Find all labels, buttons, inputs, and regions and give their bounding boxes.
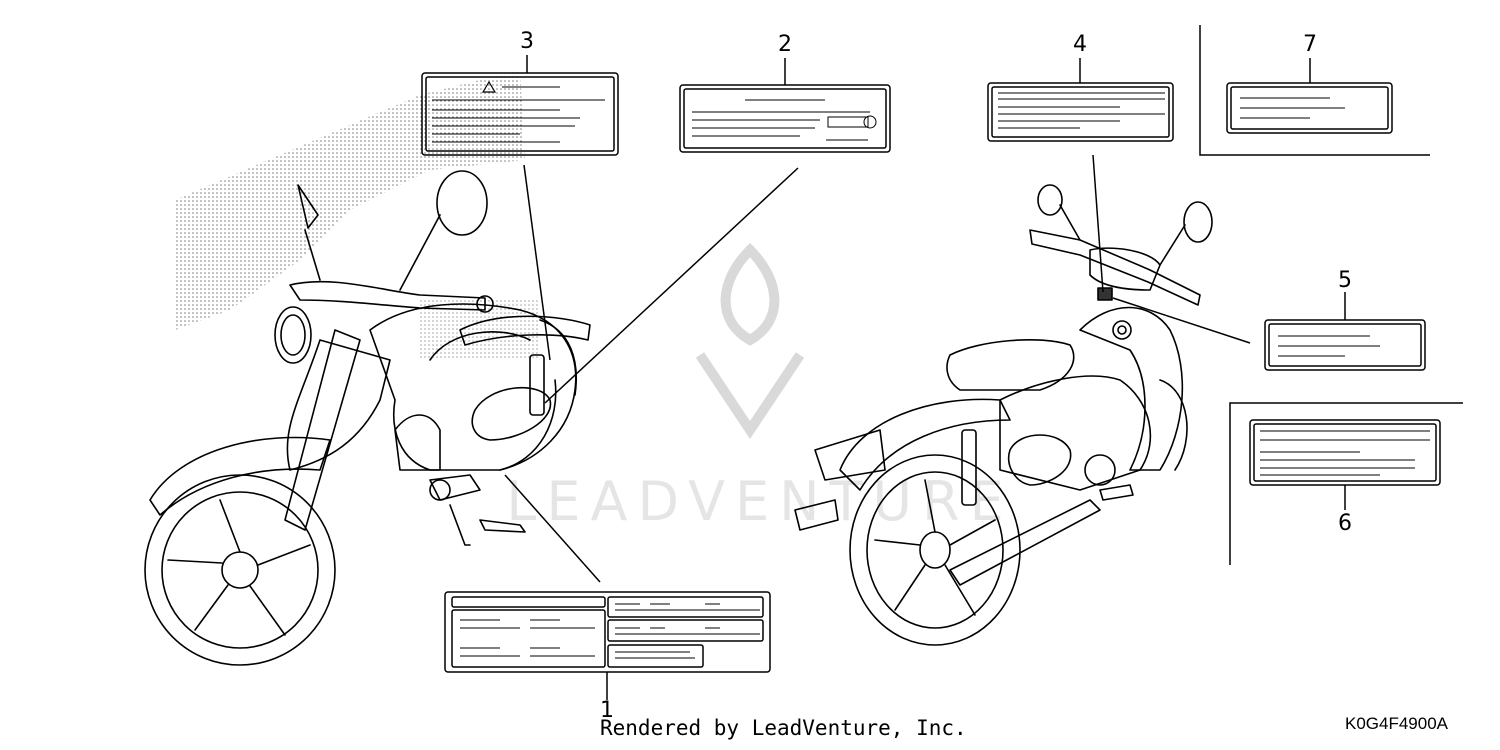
watermark-logo — [695, 242, 805, 440]
callout-5: 5 — [1338, 268, 1352, 293]
leader-lines — [504, 25, 1463, 700]
left-motorcycle — [144, 170, 591, 666]
label-1 — [444, 591, 771, 673]
callout-4: 4 — [1073, 32, 1087, 57]
callout-6: 6 — [1338, 511, 1352, 536]
callout-2: 2 — [778, 32, 792, 57]
label-7 — [1226, 82, 1393, 134]
watermark-text: LEADVENTURE — [506, 470, 1014, 533]
credit-text: Rendered by LeadVenture, Inc. — [600, 716, 967, 740]
callout-3: 3 — [520, 29, 534, 54]
label-4 — [987, 82, 1174, 142]
part-code: K0G4F4900A — [1345, 714, 1449, 733]
label-5 — [1264, 319, 1426, 371]
callout-1: 1 — [600, 698, 614, 723]
shading-area — [175, 70, 540, 360]
label-2 — [679, 84, 891, 153]
label-3 — [421, 72, 619, 156]
right-motorcycle — [794, 184, 1213, 646]
label-6 — [1249, 419, 1441, 486]
callout-7: 7 — [1303, 32, 1317, 57]
